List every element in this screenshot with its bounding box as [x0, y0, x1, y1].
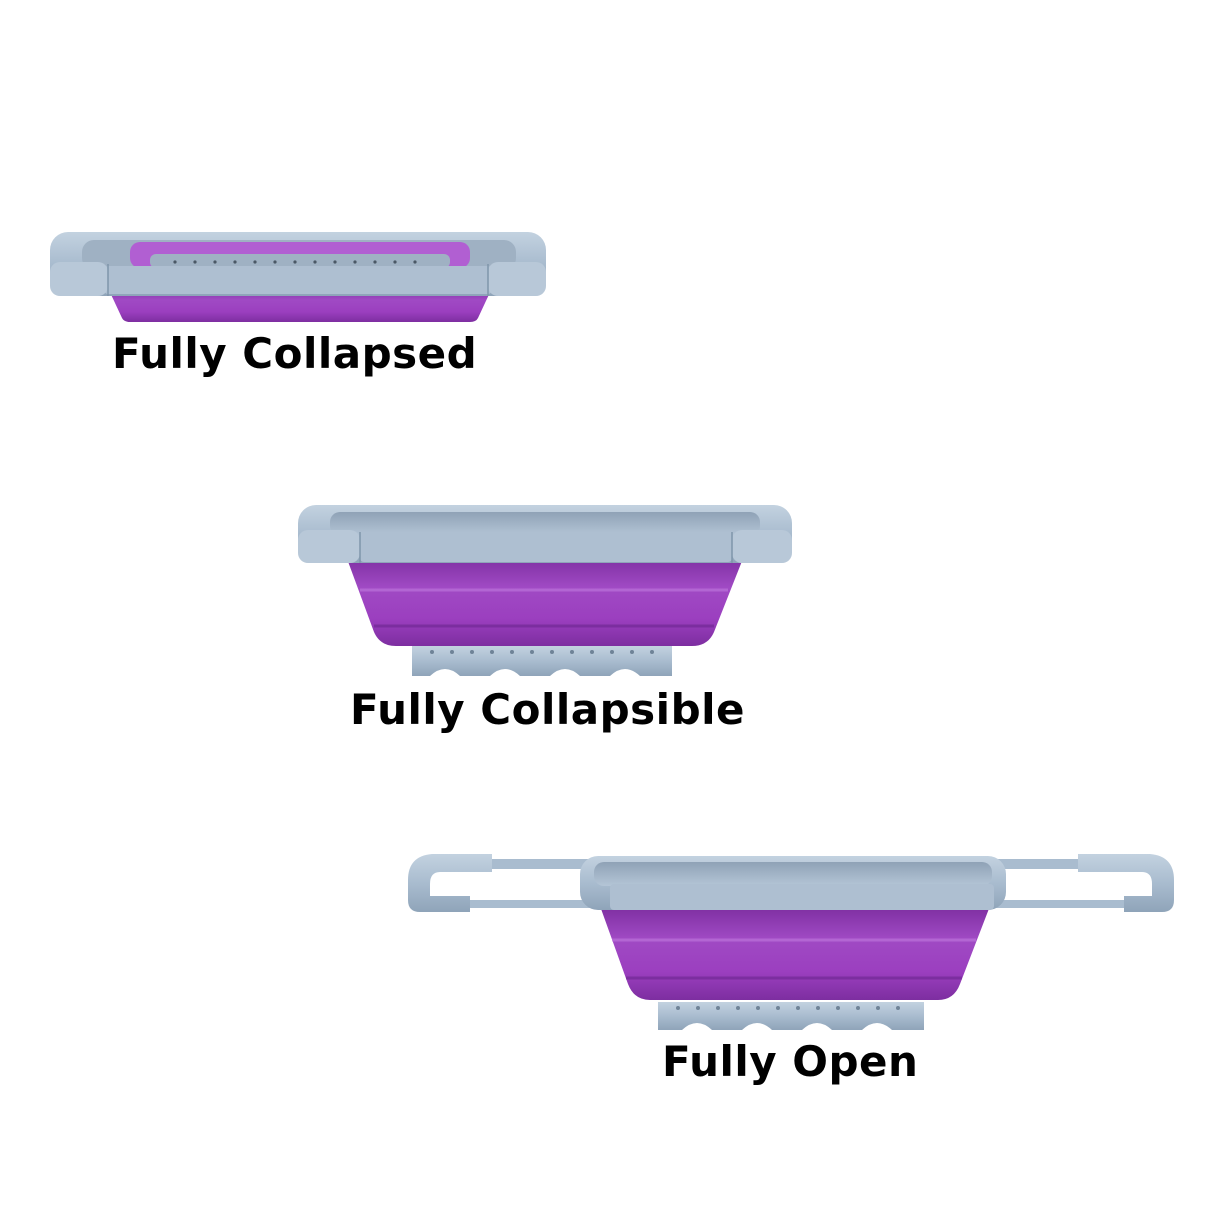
- drain-holes: [173, 260, 417, 264]
- silicone-bowl: [346, 556, 744, 646]
- rim-front: [610, 884, 994, 910]
- rim-front: [360, 532, 732, 562]
- handle-right: [1078, 854, 1174, 912]
- handle-left: [298, 530, 360, 563]
- handle-right: [488, 262, 546, 296]
- handle-right: [732, 530, 792, 563]
- label-fully-collapsible: Fully Collapsible: [350, 685, 746, 734]
- silicone-band: [108, 288, 492, 322]
- handle-left: [408, 854, 492, 912]
- silicone-bowl: [600, 906, 990, 1000]
- handle-left: [50, 262, 108, 296]
- rim-front: [104, 266, 492, 294]
- base-foot: [412, 646, 672, 676]
- inner-opening: [594, 862, 992, 886]
- inner-opening: [330, 512, 760, 536]
- label-fully-collapsed: Fully Collapsed: [112, 329, 478, 378]
- colander-collapsed: [50, 232, 546, 322]
- colander-open: [408, 854, 1174, 1030]
- label-fully-open: Fully Open: [662, 1037, 919, 1086]
- colander-collapsible: [298, 505, 792, 676]
